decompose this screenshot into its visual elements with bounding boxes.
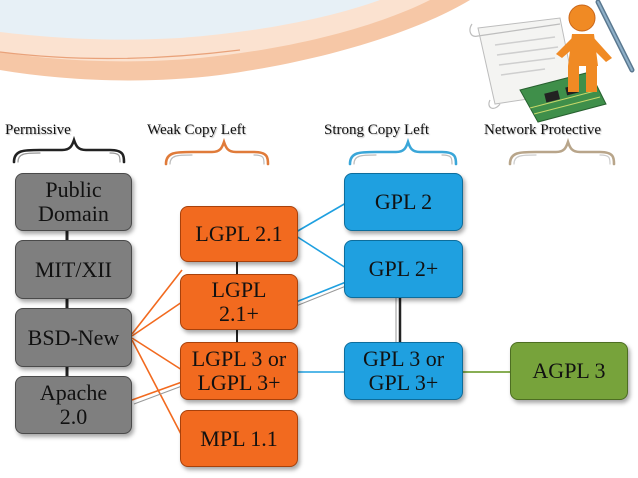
header-weak-copy-left: Weak Copy Left xyxy=(147,122,246,138)
header-strong-copy-left: Strong Copy Left xyxy=(324,122,429,138)
box-gpl-2-plus-label: GPL 2+ xyxy=(368,256,439,282)
box-lgpl-3-label: LGPL 3 or LGPL 3+ xyxy=(191,346,287,395)
box-lgpl-2-1-plus: LGPL 2.1+ xyxy=(180,274,298,330)
brace-permissive xyxy=(12,135,126,164)
brace-weak xyxy=(164,137,270,166)
box-mit: MIT/XII xyxy=(15,240,132,299)
header-decoration xyxy=(0,0,470,81)
box-mit-label: MIT/XII xyxy=(35,256,112,282)
box-public-domain-label: Public Domain xyxy=(38,177,109,226)
box-lgpl-3: LGPL 3 or LGPL 3+ xyxy=(180,342,298,400)
box-gpl-2-plus: GPL 2+ xyxy=(344,240,463,298)
box-lgpl-2-1-label: LGPL 2.1 xyxy=(195,221,283,247)
header-network-protective: Network Protective xyxy=(484,122,602,138)
header-permissive: Permissive xyxy=(5,122,71,138)
clipart-illustration xyxy=(469,0,635,123)
connector-bsd-to-weak xyxy=(131,269,183,437)
box-gpl-2-label: GPL 2 xyxy=(374,189,433,215)
box-apache-label: Apache 2.0 xyxy=(39,380,108,429)
box-public-domain: Public Domain xyxy=(15,173,132,231)
box-apache: Apache 2.0 xyxy=(15,376,132,434)
box-bsd-new: BSD-New xyxy=(15,308,132,367)
connector-weak-to-strong xyxy=(295,202,347,373)
brace-network xyxy=(508,137,616,166)
brace-strong xyxy=(348,137,458,166)
person-with-pen-icon xyxy=(556,0,635,92)
box-mpl-label: MPL 1.1 xyxy=(200,425,278,451)
box-agpl-3: AGPL 3 xyxy=(510,342,628,400)
connector-gpl2plus-gpl3 xyxy=(395,298,402,342)
box-lgpl-2-1: LGPL 2.1 xyxy=(180,206,298,262)
box-gpl-3-label: GPL 3 or GPL 3+ xyxy=(362,346,445,395)
box-agpl-3-label: AGPL 3 xyxy=(532,358,606,384)
box-gpl-3: GPL 3 or GPL 3+ xyxy=(344,342,463,400)
connectors xyxy=(65,202,512,437)
box-mpl: MPL 1.1 xyxy=(180,410,298,467)
box-bsd-new-label: BSD-New xyxy=(27,324,120,350)
connector-apache-to-lgpl3 xyxy=(131,381,183,405)
box-lgpl-2-1-plus-label: LGPL 2.1+ xyxy=(211,277,267,326)
box-gpl-2: GPL 2 xyxy=(344,173,463,231)
